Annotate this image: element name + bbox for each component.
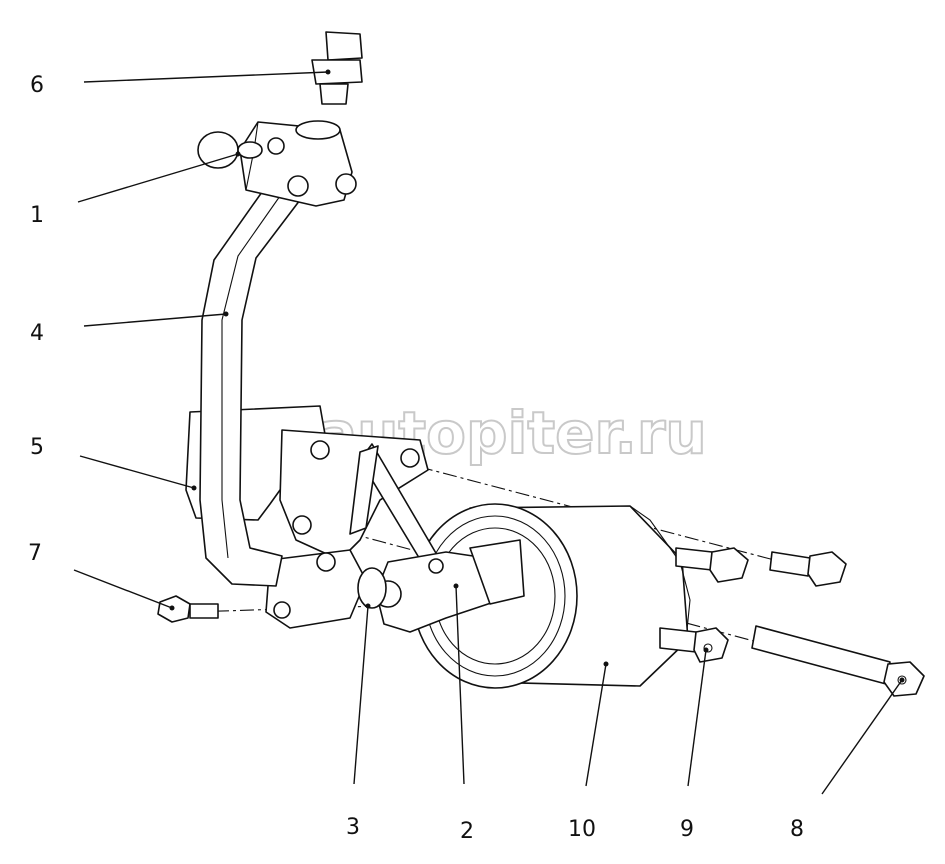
short-bolt-lower	[659, 627, 729, 663]
callout-labels: 6 1 4 5 7 3 2 10 9 8	[28, 73, 804, 844]
callout-9: 9	[680, 817, 694, 842]
callout-10: 10	[568, 817, 596, 842]
mounting-bracket	[185, 405, 441, 567]
clamp	[374, 539, 525, 633]
union-fitting	[265, 549, 387, 629]
callout-7: 7	[28, 541, 42, 566]
long-bolt-upper	[769, 551, 847, 587]
callout-2: 2	[460, 819, 474, 844]
callout-4: 4	[30, 321, 44, 346]
callout-1: 1	[30, 203, 44, 228]
callout-5: 5	[30, 435, 44, 460]
callout-6: 6	[30, 73, 44, 98]
plug-bolt	[157, 595, 219, 623]
callout-8: 8	[790, 817, 804, 842]
long-bolt-lower	[751, 625, 925, 697]
valve-block	[197, 120, 357, 207]
pipe	[199, 191, 301, 587]
short-bolt-upper	[675, 547, 749, 583]
adapter	[311, 31, 363, 105]
callout-3: 3	[346, 815, 360, 840]
leader-lines	[73, 69, 905, 795]
